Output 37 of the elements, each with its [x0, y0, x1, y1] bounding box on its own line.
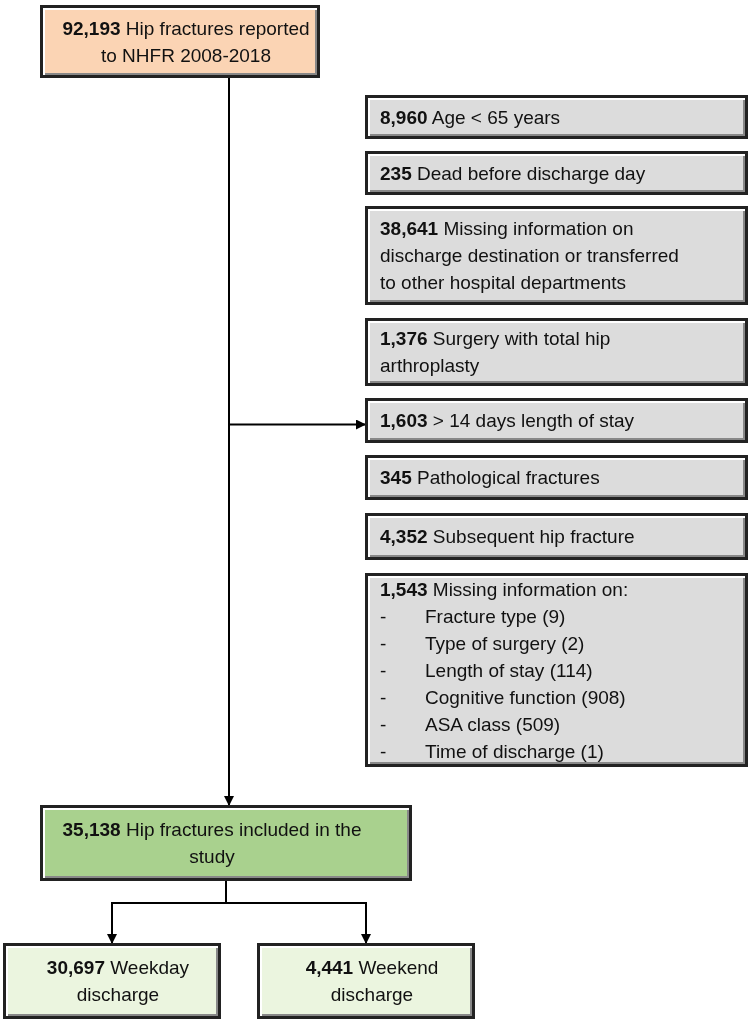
exclusion-box	[365, 398, 748, 443]
exclusion-box	[365, 206, 748, 305]
list-bullet: -	[380, 712, 388, 737]
exclusion-box	[365, 513, 748, 560]
list-bullet: -	[380, 658, 388, 683]
outcome-box	[3, 943, 221, 1019]
list-bullet: -	[380, 685, 388, 710]
list-bullet: -	[380, 631, 388, 656]
box-text: 1,543 Missing information on:	[380, 577, 629, 602]
list-item: Time of discharge (1)	[425, 739, 604, 764]
list-item: Cognitive function (908)	[425, 685, 626, 710]
list-item: Fracture type (9)	[425, 604, 566, 629]
included-box	[40, 805, 412, 881]
box-text: 35,138 Hip fractures included in the study	[61, 818, 363, 869]
outcome-box	[257, 943, 475, 1019]
list-bullet: -	[380, 604, 388, 629]
box-text: 235 Dead before discharge day	[380, 161, 646, 186]
list-item: ASA class (509)	[425, 712, 561, 737]
box-text: 1,603 > 14 days length of stay	[380, 409, 635, 433]
exclusion-box	[365, 318, 748, 386]
box-text: 1,376 Surgery with total hip arthroplasty	[380, 327, 612, 378]
exclusion-box	[365, 455, 748, 500]
exclusion-box	[365, 573, 748, 767]
exclusion-box	[365, 151, 748, 195]
box-text: 345 Pathological fractures	[380, 466, 600, 490]
source-box	[40, 5, 320, 78]
exclusion-box	[365, 95, 748, 139]
box-text: 92,193 Hip fractures reported to NHFR 2008-2018	[61, 16, 311, 68]
list-bullet: -	[380, 739, 388, 764]
box-text: 30,697 Weekday discharge	[45, 956, 191, 1007]
arrow	[225, 880, 371, 944]
box-text: 38,641 Missing information on discharge destination or transferred to other hospital departments	[380, 217, 680, 295]
list-item: Type of surgery (2)	[425, 631, 585, 656]
list-item: Length of stay (114)	[425, 658, 593, 683]
box-text: 4,352 Subsequent hip fracture	[380, 525, 635, 549]
box-text: 4,441 Weekend discharge	[304, 956, 440, 1007]
box-text: 8,960 Age < 65 years	[380, 105, 561, 130]
